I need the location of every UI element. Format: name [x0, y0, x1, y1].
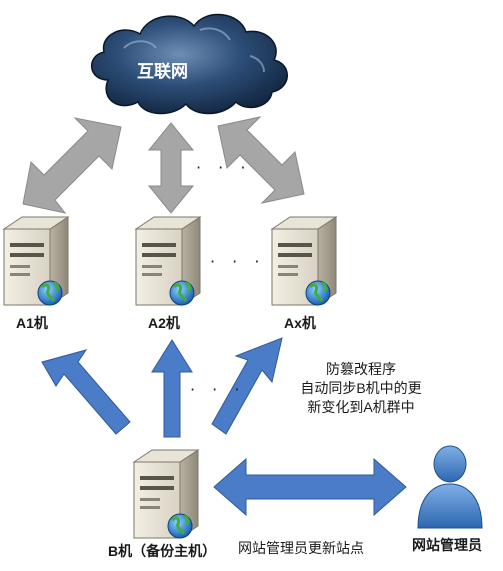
- sync-note-line-3: 新变化到A机群中: [307, 399, 415, 415]
- globe-icon: [167, 513, 193, 539]
- gray-arrow-cloud-a2: [147, 122, 195, 214]
- server-a2: [134, 216, 202, 306]
- internet-cloud: [91, 13, 288, 115]
- server-b: [132, 449, 200, 539]
- admin-person-icon: [417, 445, 483, 529]
- blue-arrow-b-to-ax: [211, 337, 283, 435]
- cloud-label: 互联网: [137, 62, 188, 82]
- blue-arrow-b-to-a1: [41, 349, 131, 435]
- ellipsis-bottom: · · ·: [190, 380, 246, 399]
- gray-arrow-cloud-ax: [217, 116, 305, 204]
- globe-icon: [305, 280, 331, 306]
- globe-icon: [169, 280, 195, 306]
- globe-icon: [37, 280, 63, 306]
- blue-double-arrow-admin: [213, 457, 407, 517]
- server-ax: [270, 216, 338, 306]
- blue-arrow-b-to-a2: [151, 339, 193, 438]
- server-a1: [2, 216, 70, 306]
- admin-label: 网站管理员: [412, 537, 482, 553]
- update-site-label: 网站管理员更新站点: [238, 540, 364, 556]
- ellipsis-top: · · ·: [196, 158, 252, 177]
- sync-note: 防篡改程序 自动同步B机中的更 新变化到A机群中: [286, 360, 436, 417]
- server-b-label: B机（备份主机）: [108, 543, 217, 559]
- sync-note-line-1: 防篡改程序: [326, 361, 396, 377]
- server-a2-label: A2机: [148, 315, 180, 331]
- sync-note-line-2: 自动同步B机中的更: [300, 380, 422, 396]
- server-a1-label: A1机: [16, 315, 48, 331]
- gray-arrow-cloud-a1: [22, 117, 122, 214]
- server-ax-label: Ax机: [284, 315, 316, 331]
- ellipsis-middle: · · ·: [210, 252, 266, 271]
